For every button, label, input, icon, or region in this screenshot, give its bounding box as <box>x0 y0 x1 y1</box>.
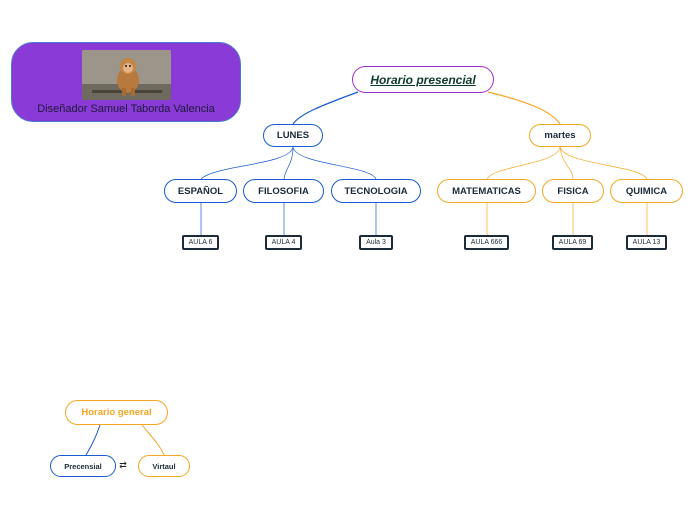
designer-caption: Diseñador Samuel Taborda Valencia <box>12 103 240 115</box>
connector-legend-right <box>142 425 164 455</box>
room-node-quimica[interactable]: AULA 13 <box>626 235 667 250</box>
subject-node-quimica[interactable]: QUIMICA <box>610 179 683 203</box>
connector-legend-left <box>86 425 100 455</box>
relationship-arrow-icon: ⇄ <box>118 460 128 470</box>
designer-card[interactable]: Diseñador Samuel Taborda Valencia <box>11 42 241 122</box>
subject-node-fisica[interactable]: FISICA <box>542 179 604 203</box>
room-node-fisica[interactable]: AULA 69 <box>552 235 593 250</box>
room-node-espanol[interactable]: AULA 6 <box>182 235 219 250</box>
connector-root-martes <box>488 92 560 124</box>
legend-presencial-node[interactable]: Precensial <box>50 455 116 477</box>
connector-lunes-tecnologia <box>293 147 376 179</box>
connector-martes-fisica <box>560 147 573 179</box>
subject-node-tecnologia[interactable]: TECNOLOGIA <box>331 179 421 203</box>
subject-node-filosofia[interactable]: FILOSOFIA <box>243 179 324 203</box>
day-node-martes[interactable]: martes <box>529 124 591 147</box>
subject-node-matematicas[interactable]: MATEMATICAS <box>437 179 536 203</box>
subject-node-espanol[interactable]: ESPAÑOL <box>164 179 237 203</box>
legend-virtual-node[interactable]: Virtaul <box>138 455 190 477</box>
room-node-filosofia[interactable]: AULA 4 <box>265 235 302 250</box>
room-node-matematicas[interactable]: AULA 666 <box>464 235 509 250</box>
connector-root-lunes <box>293 92 358 124</box>
monkey-photo-icon <box>82 50 171 100</box>
connector-martes-matematicas <box>487 147 560 179</box>
connector-lunes-espanol <box>201 147 293 179</box>
connector-martes-quimica <box>560 147 647 179</box>
legend-title-node[interactable]: Horario general <box>65 400 168 425</box>
connector-lunes-filosofia <box>284 147 293 179</box>
day-node-lunes[interactable]: LUNES <box>263 124 323 147</box>
root-node[interactable]: Horario presencial <box>352 66 494 93</box>
room-node-tecnologia[interactable]: Aula 3 <box>359 235 393 250</box>
